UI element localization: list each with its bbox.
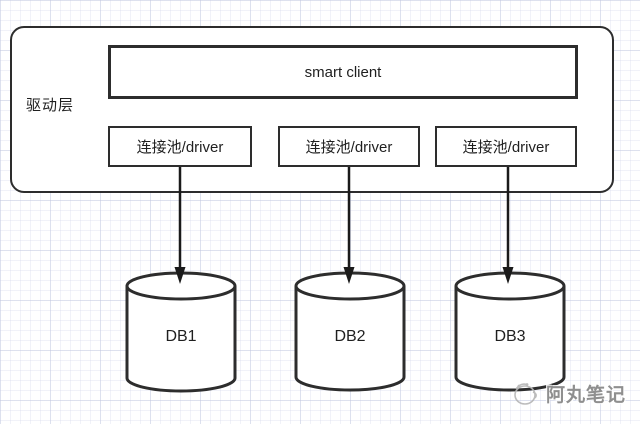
watermark: 阿丸笔记 [508,378,626,408]
connection-pool-node-2: 连接池/driver [278,126,420,167]
smart-client-node: smart client [108,45,578,99]
db2-label: DB2 [334,328,366,345]
watermark-text: 阿丸笔记 [546,384,627,406]
connection-pool-node-3: 连接池/driver [435,126,577,167]
connection-pool-label-2: 连接池/driver [305,139,393,156]
connection-pool-node-1: 连接池/driver [108,126,252,167]
connection-pool-label-1: 连接池/driver [136,139,224,156]
doodle-ball-icon [514,383,537,405]
smart-client-label: smart client [304,63,382,81]
db3-label: DB3 [494,328,526,345]
db1-label: DB1 [165,328,197,345]
driver-layer-label: 驱动层 [26,97,75,114]
connection-pool-label-3: 连接池/driver [462,139,550,156]
